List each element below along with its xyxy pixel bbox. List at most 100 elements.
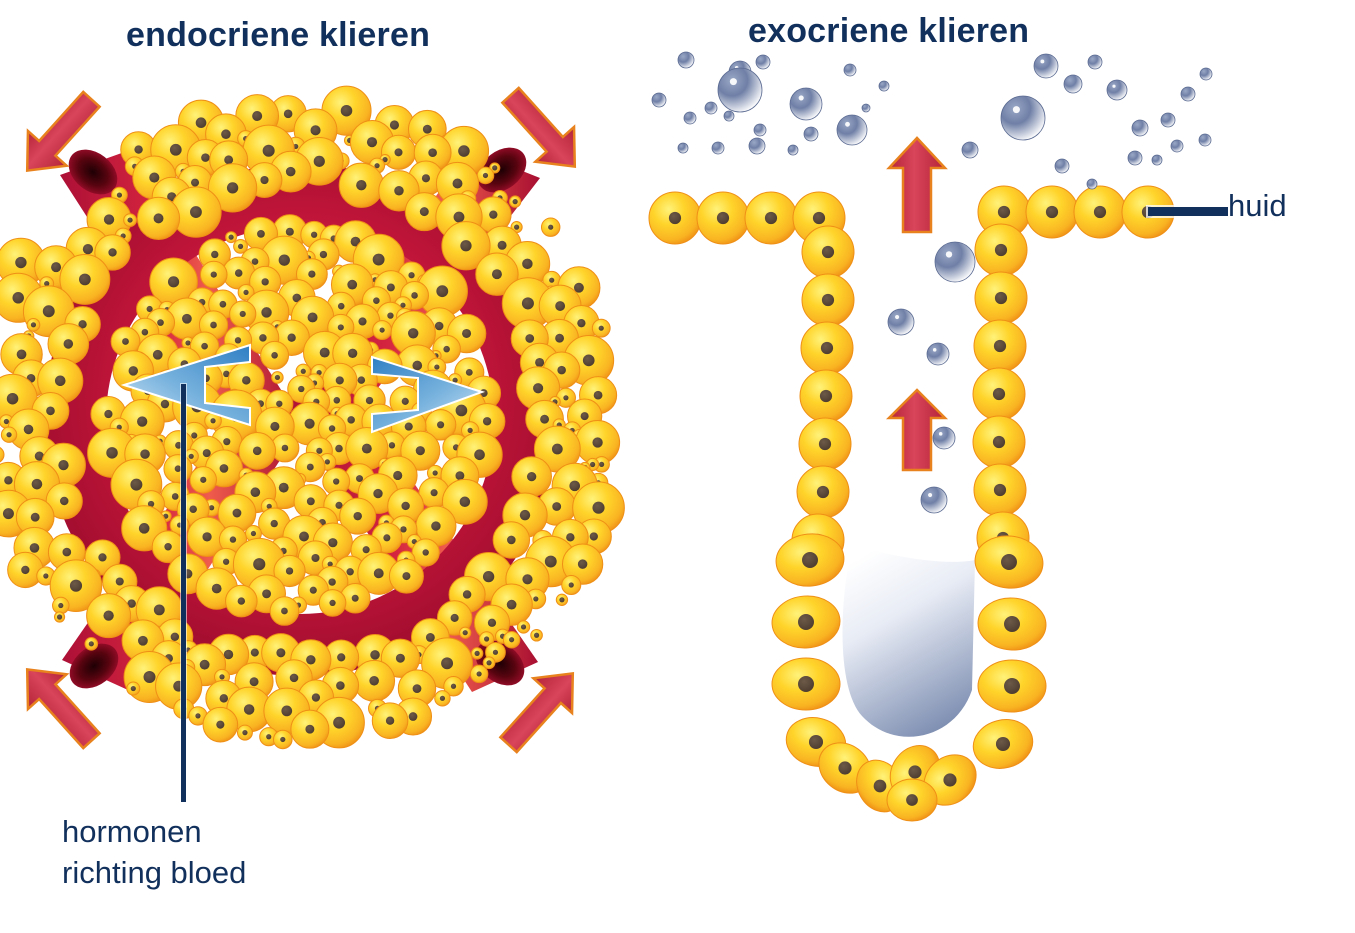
gland-cell — [798, 417, 852, 471]
gland-cell — [26, 317, 41, 332]
secretion-droplet — [787, 144, 799, 156]
gland-cell — [441, 478, 488, 525]
gland-cell — [269, 596, 300, 626]
gland-cell — [94, 234, 131, 271]
secretion-droplet — [803, 126, 819, 142]
gland-cell — [207, 163, 258, 213]
gland-cell — [974, 271, 1028, 325]
label-skin: huid — [1228, 188, 1287, 223]
label-hormones-line1: hormonen — [62, 814, 202, 849]
secretion-droplet — [1127, 150, 1143, 166]
label-hormones-line2: richting bloed — [62, 854, 247, 890]
gland-cell — [163, 454, 193, 484]
gland-cell — [322, 467, 351, 496]
gland-cell — [973, 463, 1027, 517]
secretion-droplet — [683, 111, 697, 125]
gland-cell — [492, 521, 531, 559]
gland-cell — [357, 551, 401, 595]
gland-cell — [974, 223, 1028, 277]
gland-cell — [323, 639, 360, 676]
secretion-droplet — [836, 114, 868, 146]
gland-cell — [52, 596, 70, 615]
gland-cell — [249, 265, 282, 298]
gland-cell — [972, 367, 1026, 421]
gland-cell — [977, 659, 1047, 713]
secretion-droplet — [887, 308, 915, 336]
gland-cell — [434, 690, 451, 707]
gland-cell — [149, 257, 198, 307]
secretion-droplet — [651, 92, 667, 108]
gland-cell — [648, 191, 702, 245]
secretion-droplet — [704, 101, 718, 115]
gland-cell — [796, 465, 850, 519]
secretion-droplet — [753, 123, 767, 137]
secretion-droplets — [651, 51, 1213, 514]
page-title-exocrine: exocriene klieren — [748, 12, 1030, 50]
secretion-droplet — [961, 141, 979, 159]
gland-cell — [696, 191, 750, 245]
gland-cell — [229, 300, 257, 328]
gland-cell — [800, 321, 854, 375]
gland-cell — [380, 638, 421, 678]
gland-cell — [508, 195, 522, 208]
gland-cell — [416, 265, 468, 317]
gland-cell — [977, 597, 1047, 651]
secretion-droplet — [711, 141, 725, 155]
secretion-droplet — [920, 486, 948, 514]
secretion-droplet — [1160, 112, 1176, 128]
gland-cell — [475, 196, 512, 233]
exocrine-gland-cells — [648, 185, 1175, 822]
gland-cell — [561, 543, 604, 585]
secretion-droplet — [1063, 74, 1083, 94]
gland-cell — [339, 582, 371, 614]
secretion-droplet — [1086, 178, 1098, 190]
secretion-droplet — [789, 87, 823, 121]
gland-cell — [390, 310, 436, 356]
secretion-droplet — [1033, 53, 1059, 79]
gland-cell — [973, 319, 1027, 373]
gland-cell — [886, 778, 938, 822]
gland-cell — [443, 676, 464, 697]
secretion-droplet — [1054, 158, 1070, 174]
gland-cell — [237, 283, 255, 301]
secretion-droplet — [878, 80, 890, 92]
gland-cell — [476, 166, 495, 185]
secretion-droplet — [932, 426, 956, 450]
gland-cell — [151, 530, 185, 564]
gland-cell — [53, 611, 66, 623]
gland-cell — [45, 482, 83, 520]
secretion-droplet — [1199, 67, 1213, 81]
gland-cell — [273, 554, 306, 588]
gland-cell — [415, 505, 457, 547]
label-hormones-to-blood: hormonen richting bloed — [62, 812, 246, 894]
gland-secretory-unit-lumen — [842, 545, 975, 737]
gland-cell — [186, 516, 228, 558]
gland-cell — [189, 466, 218, 494]
secretion-droplet — [1000, 95, 1046, 141]
gland-cell — [371, 702, 409, 740]
gland-cell — [136, 196, 181, 240]
gland-cell — [470, 647, 484, 660]
secretion-droplet — [748, 137, 766, 155]
secretion-droplet — [1180, 86, 1196, 102]
secretion-droplet — [926, 342, 950, 366]
gland-cell — [225, 584, 258, 618]
hormone-release-arrows — [120, 343, 486, 434]
gland-cell — [771, 657, 841, 711]
gland-cell — [516, 620, 531, 634]
gland-cell — [441, 221, 491, 271]
gland-cell — [110, 326, 141, 357]
gland-cell — [397, 669, 437, 708]
gland-cell — [338, 162, 384, 208]
gland-cell — [469, 664, 489, 684]
gland-cell — [59, 253, 111, 305]
blood-flow-arrows — [25, 86, 577, 754]
gland-cell — [530, 628, 543, 642]
gland-cell — [170, 186, 222, 238]
secretion-droplet — [1087, 54, 1103, 70]
gland-cell — [372, 320, 393, 341]
gland-cell — [7, 551, 44, 589]
gland-cell — [0, 426, 18, 443]
